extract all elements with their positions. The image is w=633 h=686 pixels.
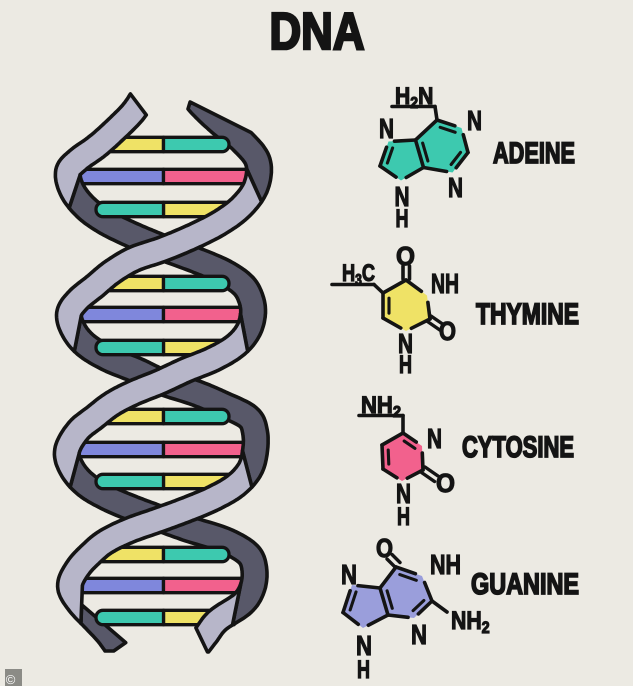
- svg-text:N: N: [396, 478, 411, 509]
- svg-text:THYMINE: THYMINE: [476, 298, 579, 331]
- svg-text:ADEINE: ADEINE: [493, 137, 575, 170]
- svg-text:NH: NH: [431, 268, 459, 299]
- svg-text:H: H: [357, 656, 370, 684]
- svg-text:N: N: [448, 172, 463, 203]
- svg-text:GUANINE: GUANINE: [471, 568, 579, 601]
- svg-text:O: O: [436, 468, 455, 498]
- svg-text:O: O: [439, 316, 456, 346]
- svg-text:O: O: [396, 241, 415, 271]
- svg-text:H: H: [396, 205, 409, 233]
- svg-text:N: N: [379, 113, 394, 144]
- svg-text:N: N: [398, 328, 413, 359]
- svg-text:O: O: [376, 533, 393, 563]
- svg-text:N: N: [395, 181, 410, 212]
- svg-text:H: H: [397, 503, 410, 531]
- svg-text:NH: NH: [430, 549, 461, 580]
- svg-text:N: N: [341, 559, 357, 590]
- svg-text:N: N: [427, 423, 442, 454]
- svg-text:DNA: DNA: [270, 3, 365, 61]
- svg-text:N: N: [467, 105, 482, 136]
- svg-text:N: N: [411, 619, 427, 650]
- svg-text:N: N: [356, 630, 372, 661]
- svg-text:©: ©: [6, 672, 16, 686]
- svg-text:CYTOSINE: CYTOSINE: [462, 431, 574, 464]
- svg-text:H: H: [399, 351, 412, 379]
